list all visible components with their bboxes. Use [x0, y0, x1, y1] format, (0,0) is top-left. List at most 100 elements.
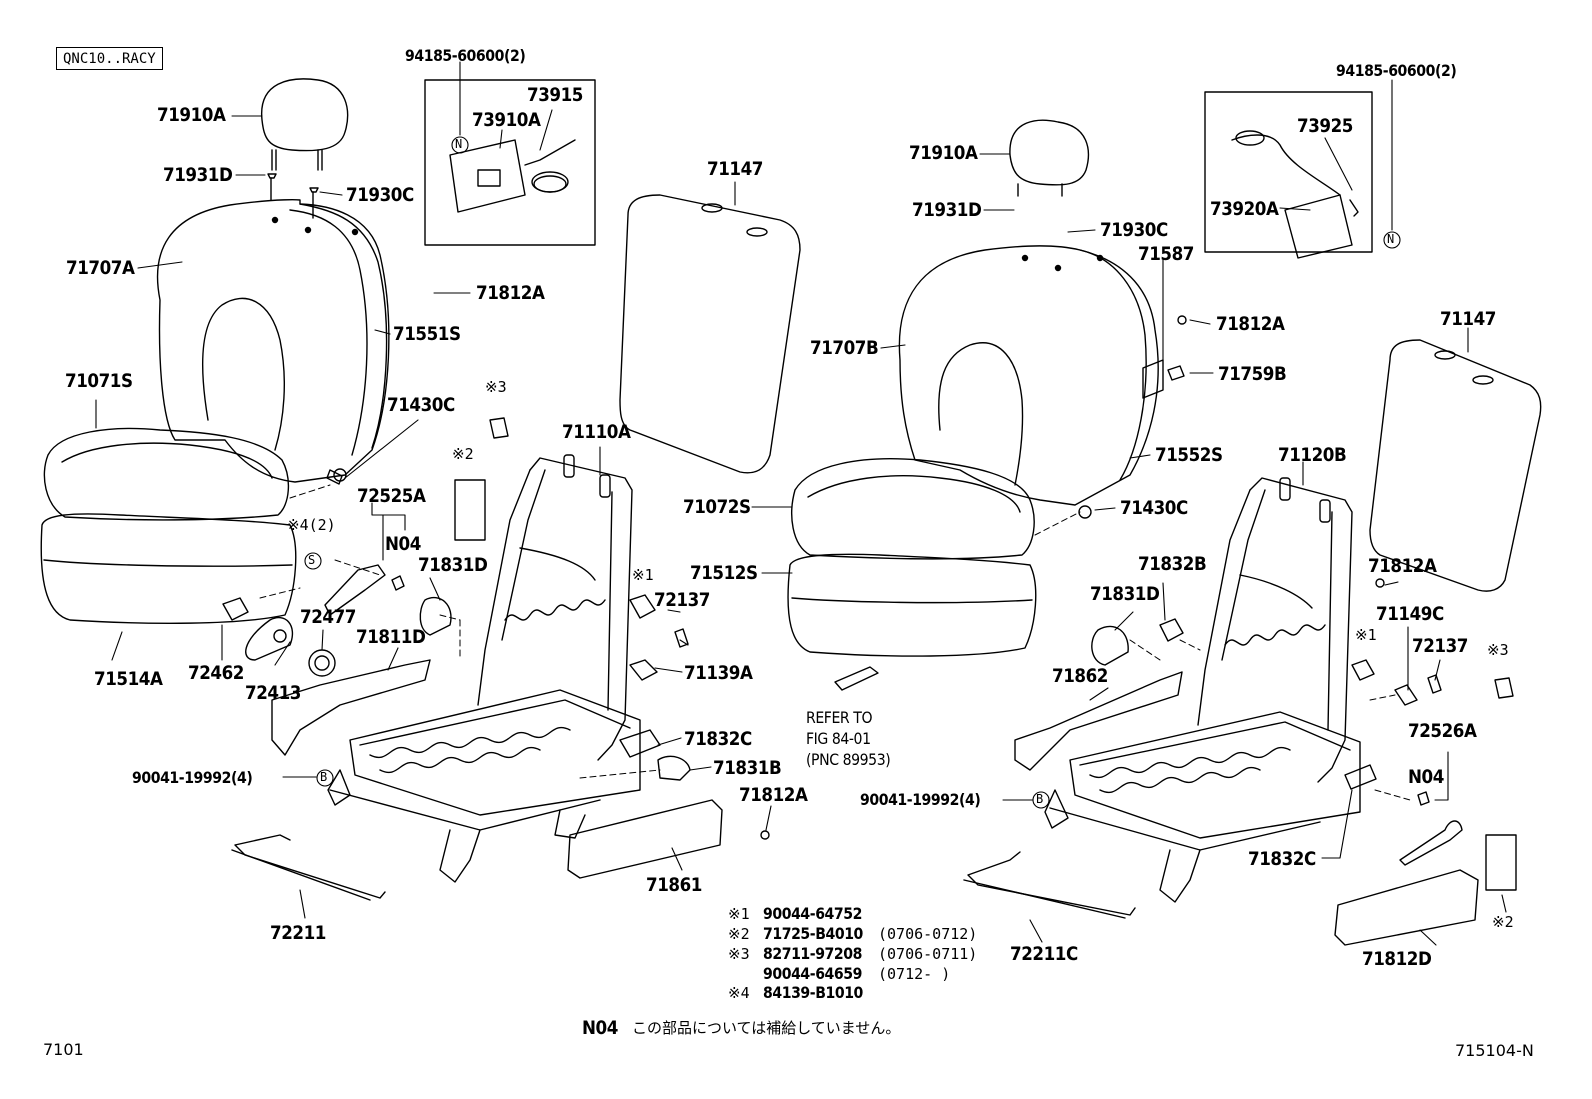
part-label-71862: 71862	[1052, 665, 1108, 687]
part-label-71149C: 71149C	[1376, 603, 1444, 625]
part-label-71552S: 71552S	[1155, 444, 1223, 466]
part-label-71812A-right-1: 71812A	[1216, 313, 1285, 335]
page-number: 7101	[43, 1040, 84, 1059]
footnote-mark: ※4	[728, 984, 750, 1002]
part-label-71430C-left: 71430C	[387, 394, 455, 416]
right-frame	[1044, 477, 1361, 903]
part-label-71139A: 71139A	[684, 662, 753, 684]
marker-s: S	[308, 553, 316, 567]
part-label-71832B: 71832B	[1138, 553, 1207, 575]
part-label-71110A: 71110A	[562, 421, 631, 443]
part-label-94185-left: 94185-60600(2)	[405, 46, 526, 65]
part-label-71551S: 71551S	[393, 323, 461, 345]
part-label-72137-left: 72137	[654, 589, 710, 611]
figure-code: 715104-N	[1455, 1041, 1534, 1060]
part-label-73925: 73925	[1297, 115, 1353, 137]
part-label-71759B: 71759B	[1218, 363, 1287, 385]
right-insert-box	[1204, 91, 1373, 259]
mark-2-right: ※2	[1492, 913, 1514, 931]
footnote-part: 84139-B1010	[763, 983, 863, 1002]
part-label-71512S: 71512S	[690, 562, 758, 584]
marker-b-right: B	[1036, 792, 1044, 806]
n04-note-code: N04	[582, 1017, 618, 1039]
footnote-part: 90044-64659	[763, 964, 862, 983]
right-seatback-board	[834, 339, 1542, 691]
part-label-71930C-left: 71930C	[346, 184, 414, 206]
part-label-71811D: 71811D	[356, 626, 426, 648]
footnote-part: 71725-B4010	[763, 924, 863, 943]
footnote-mark: ※1	[728, 905, 750, 923]
part-label-71071S: 71071S	[65, 370, 133, 392]
part-label-71831D-right: 71831D	[1090, 583, 1160, 605]
leader-lines	[95, 61, 1507, 946]
n04-note-text: この部品については補給していません。	[632, 1019, 901, 1037]
left-rails-and-parts	[222, 417, 770, 901]
part-label-n04-right: N04	[1408, 766, 1444, 788]
refer-line-1: REFER TO	[806, 708, 873, 727]
part-label-73915: 73915	[527, 84, 583, 106]
part-label-71120B: 71120B	[1278, 444, 1347, 466]
part-label-71514A: 71514A	[94, 668, 163, 690]
part-label-72137-right: 72137	[1412, 635, 1468, 657]
right-seatback	[898, 245, 1159, 506]
left-insert-box	[424, 79, 596, 246]
part-label-72477: 72477	[300, 606, 356, 628]
mark-1-right: ※1	[1355, 626, 1377, 644]
part-label-73920A: 73920A	[1210, 198, 1279, 220]
part-label-71072S: 71072S	[683, 496, 751, 518]
circle-markers	[304, 136, 1401, 809]
part-label-72211C: 72211C	[1010, 943, 1078, 965]
left-frame	[327, 454, 641, 883]
footnote-range: (0706-0712)	[878, 925, 978, 943]
part-label-72413: 72413	[245, 682, 301, 704]
part-label-72526A: 72526A	[1408, 720, 1477, 742]
footnote-range: (0712- )	[878, 965, 951, 983]
left-cushion	[40, 427, 297, 624]
part-label-73910A: 73910A	[472, 109, 541, 131]
model-code-box: QNC10..RACY	[56, 47, 163, 70]
dashed-assembly-lines	[259, 484, 1411, 801]
part-label-71812A-left-2: 71812A	[739, 784, 808, 806]
part-label-71832C-left: 71832C	[684, 728, 752, 750]
footnote-mark: ※3	[728, 945, 750, 963]
part-label-71861: 71861	[646, 874, 702, 896]
left-headrest-guides	[267, 173, 319, 219]
part-label-71147-right: 71147	[1440, 308, 1496, 330]
marker-n-left: N	[455, 137, 463, 151]
left-seatback-board	[619, 194, 801, 474]
refer-line-2: FIG 84-01	[806, 729, 871, 748]
mark-3-left: ※3	[485, 378, 507, 396]
left-seatback	[156, 199, 390, 483]
footnote-part: 90044-64752	[763, 904, 862, 923]
mark-2-left: ※2	[452, 445, 474, 463]
marker-n-right: N	[1387, 232, 1395, 246]
part-label-71910A-right: 71910A	[909, 142, 978, 164]
part-label-71931D-left: 71931D	[163, 164, 233, 186]
part-label-71832C-right: 71832C	[1248, 848, 1316, 870]
footnote-part: 82711-97208	[763, 944, 862, 963]
part-label-71147-left: 71147	[707, 158, 763, 180]
part-label-71812A-right-2: 71812A	[1368, 555, 1437, 577]
part-label-71812D: 71812D	[1362, 948, 1432, 970]
refer-line-3: (PNC 89953)	[806, 750, 891, 769]
footnote-range: (0706-0711)	[878, 945, 978, 963]
marker-b-left: B	[320, 770, 328, 784]
part-label-72525A: 72525A	[357, 485, 426, 507]
right-cushion	[787, 458, 1037, 657]
left-headrest	[261, 78, 349, 171]
part-label-72211: 72211	[270, 922, 326, 944]
mark-3-right: ※3	[1487, 641, 1509, 659]
part-label-71831D-left: 71831D	[418, 554, 488, 576]
footnote-mark: ※2	[728, 925, 750, 943]
part-label-71910A-left: 71910A	[157, 104, 226, 126]
part-label-71930C-right: 71930C	[1100, 219, 1168, 241]
part-label-bolt-right: 90041-19992(4)	[860, 790, 981, 809]
part-label-bolt-left: 90041-19992(4)	[132, 768, 253, 787]
part-label-n04-left: N04	[385, 533, 421, 555]
right-headrest	[1009, 119, 1090, 197]
part-label-71587: 71587	[1138, 243, 1194, 265]
mark-1-left: ※1	[632, 566, 654, 584]
part-label-71430C-right: 71430C	[1120, 497, 1188, 519]
part-label-71707A: 71707A	[66, 257, 135, 279]
part-label-94185-right: 94185-60600(2)	[1336, 61, 1457, 80]
